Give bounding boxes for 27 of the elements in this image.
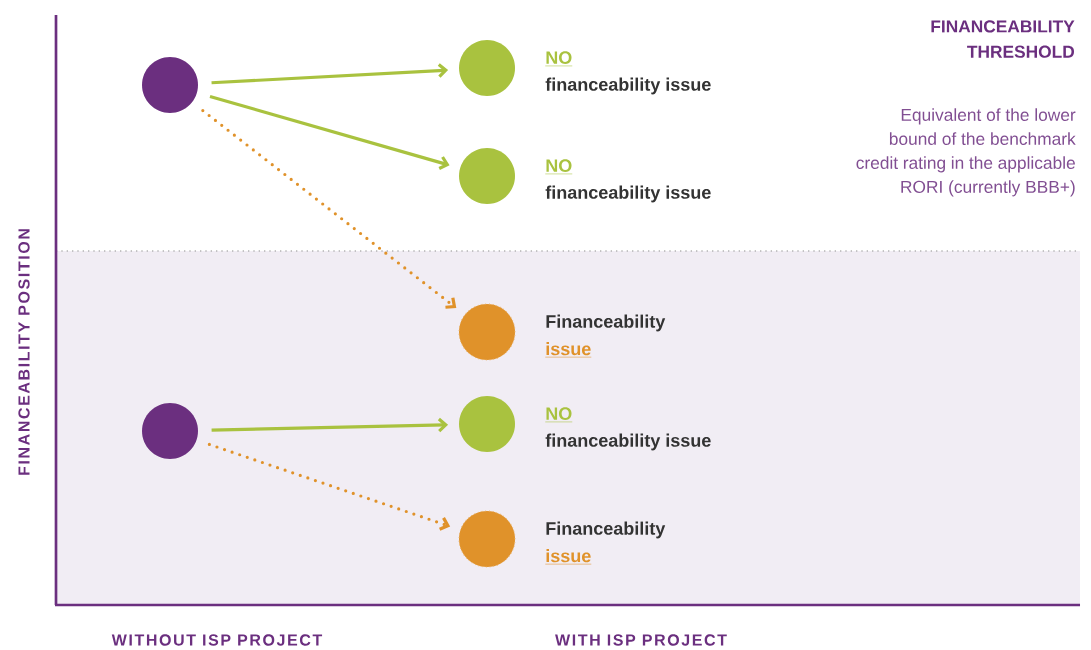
arrow: [209, 94, 450, 170]
arrow: [201, 108, 457, 309]
circle-marker: [459, 40, 515, 96]
arrow: [207, 442, 451, 531]
circle-marker: [142, 57, 198, 113]
circle-marker: [459, 148, 515, 204]
circle-marker: [458, 303, 516, 361]
circle-marker: [458, 510, 516, 568]
status-word: NO: [545, 159, 573, 175]
status-text: financeability issue: [545, 433, 711, 451]
circle-marker: [142, 403, 198, 459]
axis-title: WITH ISP PROJECT: [555, 634, 727, 646]
status-text: Financeability: [546, 314, 666, 332]
status-word: NO: [545, 51, 573, 67]
threshold-heading: FINANCEABILITY THRESHOLD: [931, 20, 1075, 58]
status-text: financeability issue: [545, 185, 711, 203]
arrow: [211, 63, 449, 85]
threshold-note: Equivalent of the lower bound of the benchmark credit rating in the applicable RORI (currently BBB+): [856, 108, 1076, 197]
status-text: Financeability: [546, 521, 666, 539]
axis-title: WITHOUT ISP PROJECT: [111, 634, 323, 646]
status-word: issue: [545, 549, 592, 565]
status-word: issue: [545, 342, 592, 358]
circle-marker: [459, 396, 515, 452]
arrow: [211, 417, 449, 433]
status-text: financeability issue: [545, 77, 711, 95]
axis-title: FINANCEABILITY POSITION: [18, 229, 30, 475]
status-word: NO: [545, 407, 573, 423]
